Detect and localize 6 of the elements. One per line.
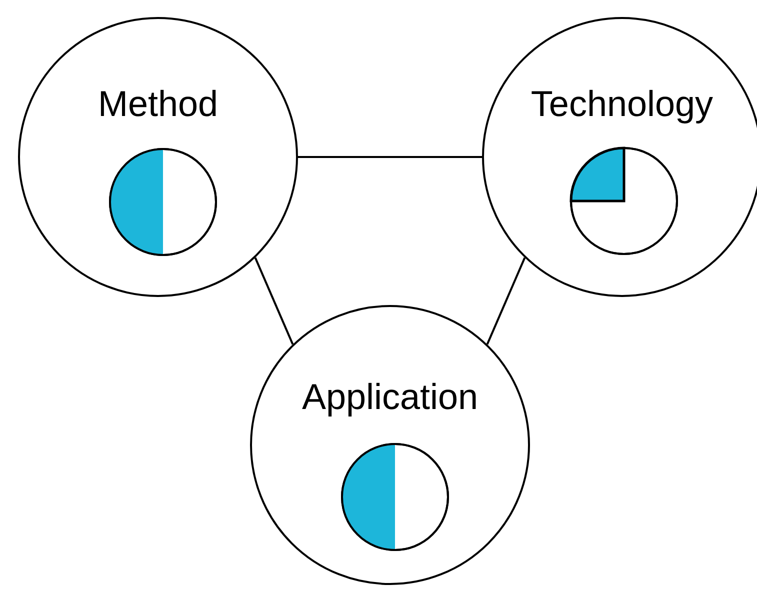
topic-title: Application — [302, 377, 478, 417]
connector-line — [298, 156, 482, 158]
connector-line — [486, 257, 526, 345]
topic-title: Technology — [530, 84, 714, 124]
topic-title: Method — [98, 84, 218, 124]
connector-line — [254, 257, 294, 345]
